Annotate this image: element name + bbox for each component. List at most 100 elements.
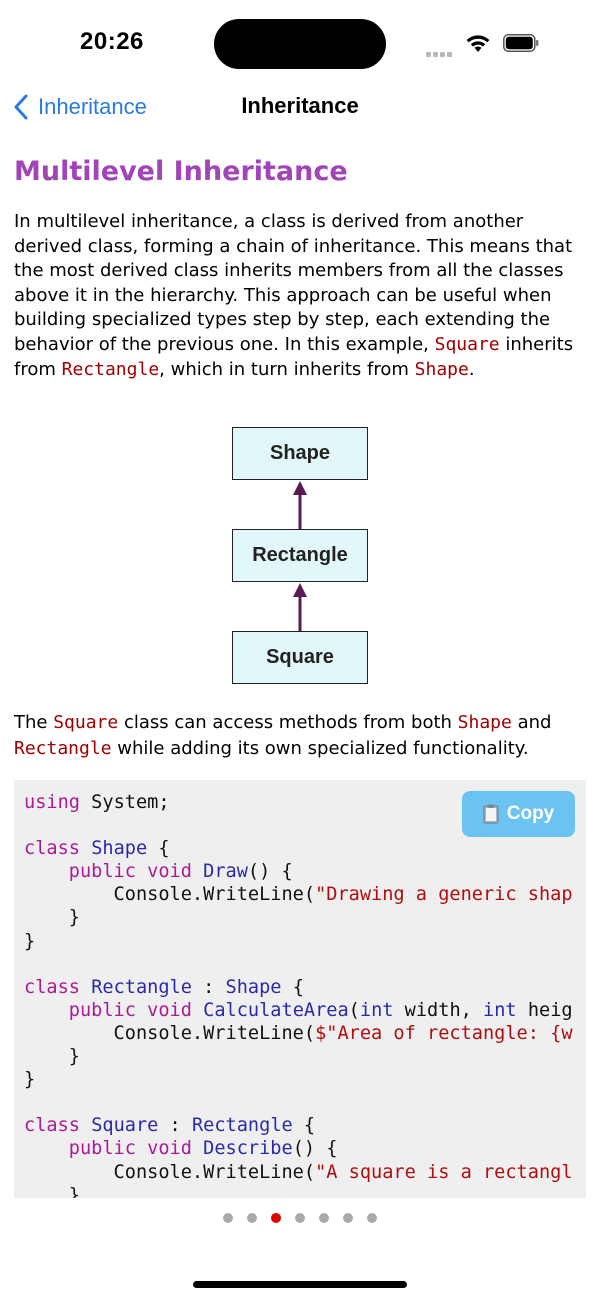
access-text-d: while adding its own specialized functio… (111, 737, 529, 759)
code-line: } (24, 906, 573, 929)
intro-text-b: inherits from (14, 333, 574, 380)
clipboard-icon (483, 804, 499, 824)
code-line: Console.WriteLine("A square is a rectang… (24, 1161, 573, 1184)
code-token: Rectangle (91, 976, 192, 998)
code-token: int (359, 999, 394, 1021)
code-token: ( (348, 999, 360, 1021)
code-token: { (292, 1115, 316, 1137)
code-token: class (24, 976, 80, 998)
arrow-up-icon (293, 583, 307, 631)
copy-button[interactable]: Copy (462, 791, 575, 837)
code-token: public (68, 999, 136, 1021)
code-token (80, 838, 91, 859)
inline-code-square: Square (53, 712, 119, 733)
code-token: } (24, 907, 80, 929)
code-line (24, 953, 573, 976)
page-dot[interactable] (223, 1213, 233, 1223)
inline-code-shape: Shape (457, 712, 512, 733)
back-button-label: Inheritance (38, 94, 147, 119)
page-dot[interactable] (247, 1213, 257, 1223)
code-token (136, 1138, 147, 1159)
code-token: System; (79, 792, 170, 813)
code-token: Console.WriteLine( (24, 1161, 316, 1183)
code-token: Shape (91, 838, 148, 860)
chevron-left-icon (14, 94, 28, 120)
code-line: } (24, 1068, 573, 1091)
code-token: "Drawing a generic shap (315, 884, 573, 906)
access-text-b: class can access methods from both (118, 712, 458, 733)
code-token: void (147, 999, 192, 1021)
code-line: public void CalculateArea(int width, int… (24, 999, 573, 1022)
code-token: public (68, 1138, 136, 1160)
diagram-box-rectangle: Rectangle (232, 529, 368, 582)
code-token (136, 1000, 147, 1021)
inheritance-diagram: Shape Rectangle Square (232, 427, 368, 685)
code-line: using System; (24, 791, 573, 814)
page-dot[interactable] (271, 1213, 281, 1223)
code-token: "A square is a rectangl (315, 1161, 573, 1183)
page-indicator[interactable] (223, 1213, 377, 1223)
code-block[interactable]: using System; class Shape { public void D… (14, 780, 586, 1198)
code-line: public void Describe() { (24, 1137, 573, 1160)
page-dot[interactable] (295, 1213, 305, 1223)
copy-button-label: Copy (506, 803, 555, 824)
code-token: $"Area of rectangle: {w (315, 1022, 573, 1044)
code-token: int (483, 999, 517, 1021)
intro-text-c: , which in turn inherits from (159, 358, 415, 380)
code-token: } (24, 1046, 80, 1068)
code-token (192, 1000, 203, 1021)
arrow-up-icon (293, 481, 307, 529)
code-token: () { (247, 861, 293, 883)
intro-paragraph: In multilevel inheritance, a class is de… (14, 210, 586, 382)
code-token: { (281, 976, 304, 998)
code-line: class Square : Rectangle { (24, 1114, 573, 1137)
code-token: width, (393, 999, 484, 1021)
code-line: Console.WriteLine($"Area of rectangle: {… (24, 1022, 573, 1045)
diagram-box-shape: Shape (232, 427, 368, 480)
dynamic-island (214, 19, 386, 69)
page-dot[interactable] (343, 1213, 353, 1223)
code-lines: using System; class Shape { public void D… (24, 791, 573, 1198)
diagram-box-square: Square (232, 631, 368, 684)
code-token: } (24, 930, 36, 952)
page-dot[interactable] (367, 1213, 377, 1223)
code-token: Draw (203, 861, 248, 883)
cellular-signal-icon (426, 42, 456, 57)
code-token (24, 1138, 69, 1159)
status-time: 20:26 (80, 28, 144, 55)
code-token (136, 861, 147, 882)
code-token (24, 1000, 69, 1021)
access-text-a: The (14, 712, 54, 733)
code-line: Console.WriteLine("Drawing a generic sha… (24, 883, 573, 906)
code-line (24, 1091, 573, 1114)
code-token (192, 1138, 203, 1159)
back-button[interactable]: Inheritance (14, 92, 147, 122)
home-indicator (193, 1281, 407, 1288)
code-token: using (24, 792, 80, 813)
code-token: () { (292, 1138, 338, 1160)
intro-text-d: . (468, 358, 475, 380)
inline-code-rectangle: Rectangle (14, 737, 112, 759)
code-token: heig (516, 999, 573, 1021)
code-line: } (24, 1045, 573, 1068)
code-token: } (24, 1069, 36, 1091)
code-token (24, 861, 69, 882)
code-token: Rectangle (191, 1115, 293, 1137)
code-token: class (24, 1115, 80, 1137)
inline-code-shape: Shape (414, 358, 469, 380)
code-token: Console.WriteLine( (24, 1022, 316, 1044)
section-title: Multilevel Inheritance (14, 156, 348, 187)
code-token: class (24, 838, 80, 860)
code-token (192, 861, 203, 882)
code-token: Describe (203, 1138, 293, 1160)
code-line: } (24, 1184, 573, 1198)
code-line: public void Draw() { (24, 860, 573, 883)
inline-code-rectangle: Rectangle (61, 358, 160, 380)
code-token (80, 1115, 91, 1136)
code-token: void (147, 1138, 192, 1160)
code-token (80, 977, 91, 998)
code-token: Console.WriteLine( (24, 884, 316, 906)
code-token: : (191, 976, 226, 998)
page-dot[interactable] (319, 1213, 329, 1223)
code-line: class Rectangle : Shape { (24, 976, 573, 999)
